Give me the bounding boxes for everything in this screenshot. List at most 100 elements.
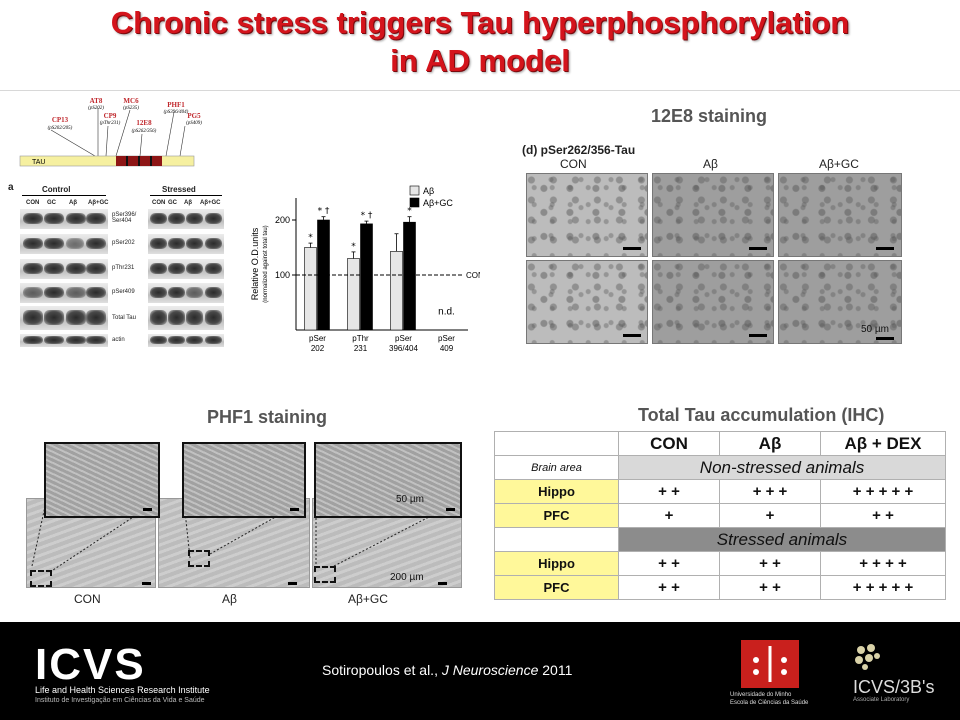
footer-bar	[0, 622, 960, 720]
table-header-row: CON Aβ Aβ + DEX	[494, 431, 946, 456]
x-tick-label: pSer	[395, 334, 412, 343]
group-control-label: Control	[42, 185, 71, 194]
citation-year: 2011	[538, 662, 573, 678]
y-tick-label: 100	[275, 270, 290, 280]
area-hippo: Hippo	[494, 479, 619, 504]
table-header-abeta: Aβ	[719, 431, 821, 456]
phf1-col-abeta-gc: Aβ+GC	[348, 592, 388, 606]
lane-abeta-right: Aβ	[184, 200, 192, 206]
bar-abeta-gc	[403, 221, 416, 331]
uminho-school: Escola de Ciências da Saúde	[730, 700, 809, 706]
bar-abeta	[304, 247, 317, 331]
table-header-con: CON	[618, 431, 720, 456]
blot-row-left	[20, 259, 108, 279]
blot-row-left	[20, 209, 108, 229]
blot-label-actin: actin	[112, 337, 125, 343]
blot-row-right	[148, 209, 224, 229]
micrograph-abeta-top	[652, 173, 774, 257]
bar-abeta-gc	[360, 223, 373, 331]
legend-swatch	[409, 185, 420, 196]
phf1-inset-abeta-gc: 50 µm	[314, 442, 462, 518]
table-row: PFC + + + +	[494, 503, 946, 528]
phf1-scalebar-con	[142, 582, 151, 585]
citation: Sotiropoulos et al., J Neuroscience 2011	[322, 662, 572, 678]
epitope-pg5-site: (pS409)	[186, 121, 202, 126]
heading-total-tau: Total Tau accumulation (IHC)	[638, 405, 885, 425]
epitope-cp9: CP9	[104, 112, 117, 120]
cell-value: + +	[618, 479, 720, 504]
heading-12e8: 12E8 staining	[651, 106, 768, 126]
x-tick-label: 202	[311, 344, 325, 353]
title-line-1: Chronic stress triggers Tau hyperphospho…	[110, 5, 850, 40]
cell-value: + + + + +	[820, 575, 946, 600]
significance-marker: *	[407, 207, 412, 217]
uminho-logo	[741, 640, 799, 688]
blot-row-right	[148, 259, 224, 279]
x-tick-label: pSer	[309, 334, 326, 343]
phf1-col-con: CON	[74, 592, 101, 606]
legend-label: Aβ+GC	[423, 198, 453, 208]
blot-row-left	[20, 334, 108, 347]
lane-abeta-gc-left: Aβ+GC	[88, 200, 109, 206]
title-line-2: in AD model	[390, 43, 570, 78]
slide-title: Chronic stress triggers Tau hyperphospho…	[0, 0, 960, 90]
x-tick-label: pThr	[352, 334, 369, 343]
table-row: Brain area Non-stressed animals	[494, 455, 946, 480]
cell-value: + +	[719, 575, 821, 600]
significance-marker: *	[308, 233, 313, 243]
lane-con-left: CON	[26, 200, 40, 206]
x-tick-label: 396/404	[389, 344, 418, 353]
epitope-at8-site: (pS202)	[88, 106, 104, 111]
y-axis-sublabel: (normalized against total tau)	[263, 225, 269, 302]
epitope-at8: AT8	[90, 97, 103, 105]
epitope-mc6-site: (pS235)	[123, 106, 139, 111]
phf1-inset-scale-label: 50 µm	[396, 494, 424, 505]
blot-row-left	[20, 283, 108, 303]
table-row: Hippo + + + + + + + +	[494, 551, 946, 576]
group-stressed: Stressed animals	[618, 527, 946, 552]
uminho-emblem-icon	[753, 646, 787, 682]
group-stressed-label: Stressed	[162, 185, 196, 194]
tau-diagram-svg: TAU CP13 (pS202/205) AT8 (pS202) CP9 (pT…	[19, 97, 202, 167]
blot-label-pser409: pSer409	[112, 289, 135, 295]
group-non-stressed: Non-stressed animals	[618, 455, 946, 480]
blot-row-right	[148, 306, 224, 330]
area-pfc: PFC	[494, 503, 619, 528]
icvs-subtitle-pt: Instituto de Investigação em Ciências da…	[35, 697, 205, 704]
legend-swatch	[409, 197, 420, 208]
lane-gc-right: GC	[168, 200, 177, 206]
cell-value: + + + + +	[820, 479, 946, 504]
epitope-cp13: CP13	[52, 116, 69, 124]
bar-abeta	[390, 251, 403, 331]
significance-marker: * †	[361, 211, 373, 221]
phf1-main-scale-label: 200 µm	[390, 572, 424, 583]
phf1-zoom-box-abeta-gc	[314, 566, 336, 583]
table-header-abeta-dex: Aβ + DEX	[820, 431, 946, 456]
micrograph-abeta-gc-bottom: 50 µm	[778, 260, 902, 344]
blot-label-total-tau: Total Tau	[112, 315, 136, 321]
title-divider	[0, 90, 960, 91]
citation-journal: J Neuroscience	[441, 662, 539, 678]
cell-value: +	[618, 503, 720, 528]
uminho-name: Universidade do Minho	[730, 692, 792, 698]
group-control-underline	[22, 195, 106, 196]
cell-value: + +	[719, 551, 821, 576]
reference-line-label: CON	[466, 271, 480, 280]
significance-marker: *	[351, 242, 356, 252]
y-tick-label: 200	[275, 215, 290, 225]
epitope-12e8-site: (pS262/356)	[132, 129, 157, 134]
panel-phf1: 50 µm 200 µm CON Aβ Aβ+GC	[26, 438, 484, 610]
epitope-phf1: PHF1	[167, 101, 185, 109]
cell-value: + +	[618, 551, 720, 576]
citation-authors: Sotiropoulos et al.,	[322, 662, 442, 678]
panel-12e8: (d) pSer262/356-Tau CON Aβ Aβ+GC 50 µm	[522, 143, 910, 344]
area-pfc: PFC	[494, 575, 619, 600]
lane-con-right: CON	[152, 200, 166, 206]
area-hippo: Hippo	[494, 551, 619, 576]
epitope-cp9-site: (pThr231)	[100, 121, 121, 126]
lane-abeta-gc-right: Aβ+GC	[200, 200, 221, 206]
total-tau-table: CON Aβ Aβ + DEX Brain area Non-stressed …	[494, 431, 946, 600]
table-row: Stressed animals	[494, 527, 946, 552]
blot-label-pser396: pSer396/ Ser404	[112, 212, 137, 224]
